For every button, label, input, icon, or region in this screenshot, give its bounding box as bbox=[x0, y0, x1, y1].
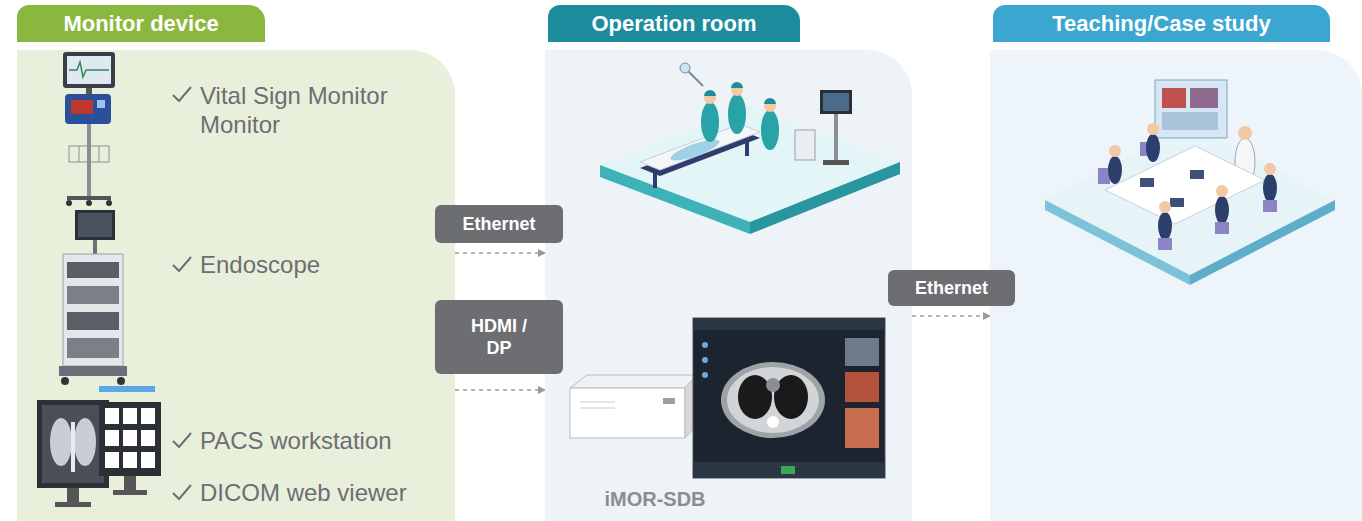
dashed-arrow bbox=[455, 252, 545, 254]
operation-room-illustration bbox=[545, 50, 912, 521]
panel-region: Operation roomiMOR-SDB bbox=[545, 50, 912, 521]
connection-label: Ethernet bbox=[888, 270, 1015, 306]
panel-heading-tab: Operation room bbox=[548, 5, 800, 42]
panel-region: Teaching/Case study bbox=[990, 50, 1362, 521]
device-list-item: PACS workstation bbox=[200, 426, 440, 455]
panel-heading-tab: Teaching/Case study bbox=[993, 5, 1330, 42]
connection-label: Ethernet bbox=[435, 205, 563, 243]
device-list-item: DICOM web viewer bbox=[200, 478, 440, 507]
panel-heading-tab: Monitor device bbox=[17, 5, 265, 42]
teaching-room-illustration bbox=[990, 50, 1362, 521]
panel-region: Monitor deviceVital Sign Monitor Monitor… bbox=[17, 50, 455, 521]
device-list-item: Endoscope bbox=[200, 250, 440, 279]
dashed-arrow bbox=[912, 315, 990, 317]
device-name: iMOR-SDB bbox=[570, 487, 740, 511]
dashed-arrow bbox=[455, 389, 545, 391]
device-list-item: Vital Sign Monitor Monitor bbox=[200, 81, 440, 139]
connection-label: HDMI / DP bbox=[435, 300, 563, 374]
